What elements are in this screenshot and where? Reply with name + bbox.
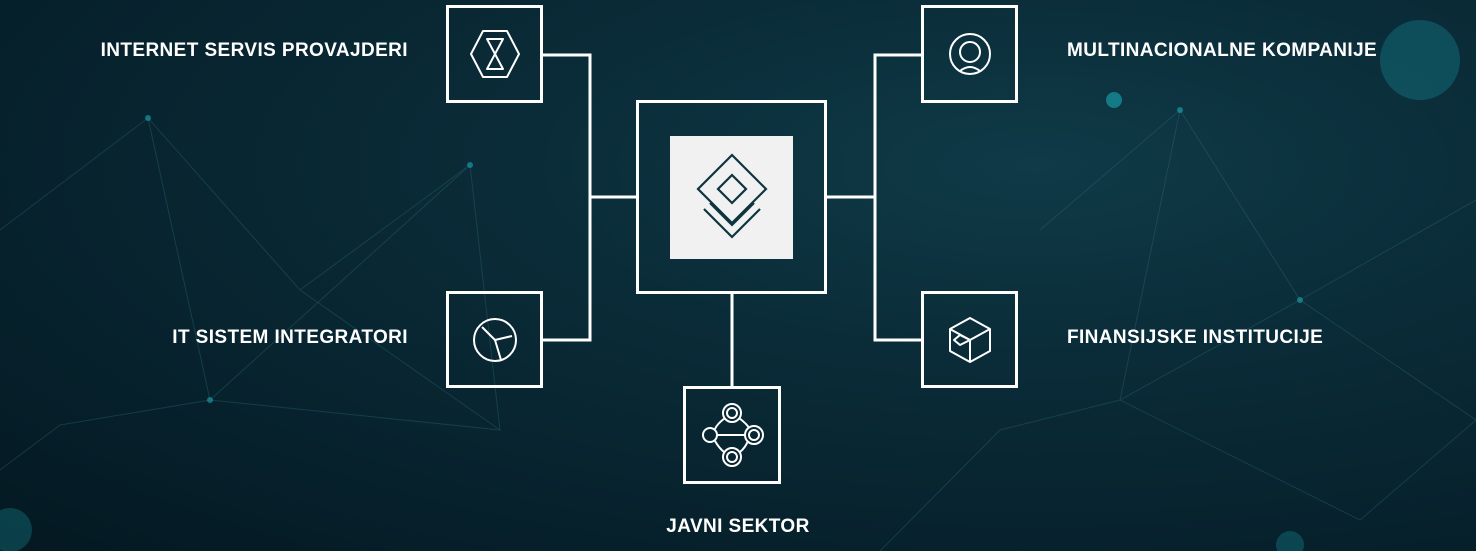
fin-label: FINANSIJSKE INSTITUCIJE (1067, 327, 1324, 348)
connector-isp (543, 53, 592, 342)
layered-diamond-logo (695, 153, 768, 239)
multi-label: MULTINACIONALNE KOMPANIJE (1067, 40, 1378, 61)
hourglass-hexagon-icon (469, 30, 520, 78)
cube-icon (948, 316, 991, 363)
connected-circles-icon (702, 403, 764, 467)
it-label: IT SISTEM INTEGRATORI (172, 327, 408, 348)
center-logo-tile (670, 135, 793, 259)
connector-multi (873, 53, 921, 342)
isp-label: INTERNET SERVIS PROVAJDERI (100, 40, 408, 61)
multi-node[interactable] (921, 5, 1018, 103)
it-node[interactable] (446, 291, 543, 388)
pie-chart-icon (472, 317, 517, 362)
gov-label: JAVNI SEKTOR (666, 516, 810, 537)
isp-node[interactable] (446, 5, 543, 103)
gov-node[interactable] (683, 386, 781, 484)
fin-node[interactable] (921, 291, 1018, 388)
globe-ring-icon (948, 33, 991, 75)
center-node[interactable] (636, 100, 827, 294)
